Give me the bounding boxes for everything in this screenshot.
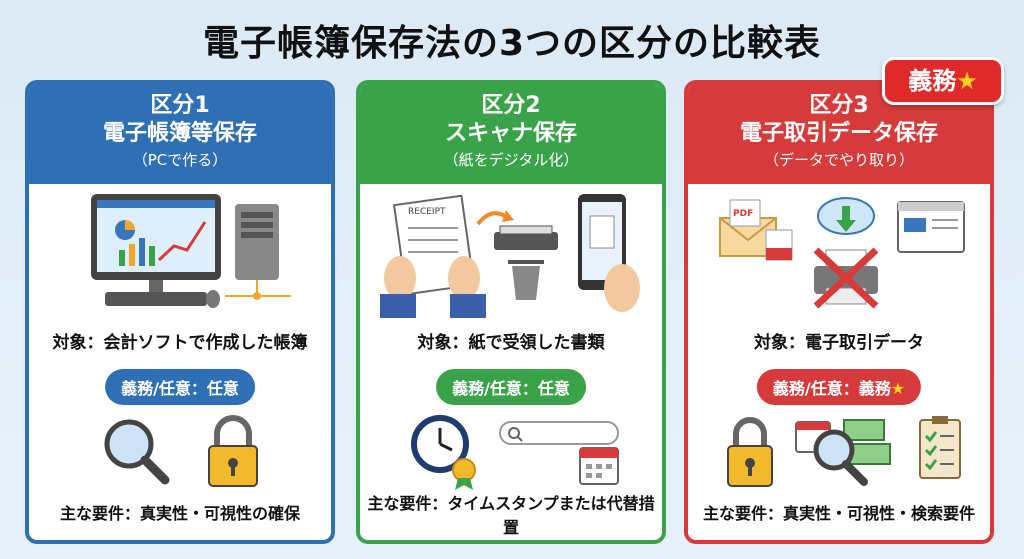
pc-tower-icon (225, 204, 291, 300)
column-header: 区分1 電子帳簿等保存 （PCで作る） (29, 84, 331, 184)
target-text: 対象：会計ソフトで作成した帳簿 (52, 333, 308, 353)
column-label: 区分3 (809, 93, 869, 118)
padlock-icon (208, 415, 258, 487)
calendar-money-magnifier-icon (795, 419, 891, 486)
smartphone-scan-icon (578, 194, 640, 312)
magnifier-icon (104, 419, 170, 485)
obligation-badge: 義務/任意：義務★ (756, 369, 922, 405)
column-subtitle: （データでやり取り） (763, 151, 914, 169)
target-text: 対象：紙で受領した書類 (417, 333, 605, 353)
pc-illustration (91, 194, 291, 308)
column-subtitle: （PCで作る） (132, 151, 228, 169)
checklist-icon (919, 416, 961, 479)
mouse-icon (206, 290, 220, 308)
mandatory-badge: 義務★ (882, 57, 1004, 105)
requirement-icons (104, 415, 258, 487)
star-icon: ★ (956, 67, 978, 95)
pdf-label: PDF (733, 209, 753, 219)
pdf-envelope-icon: PDF (719, 199, 793, 261)
star-icon: ★ (890, 379, 906, 398)
column-name: スキャナ保存 (444, 121, 577, 146)
receipt-text: RECEIPT (408, 207, 446, 217)
requirement-icons (727, 416, 961, 487)
column-header: 区分2 スキャナ保存 （紙をデジタル化） (360, 84, 662, 184)
column-subtitle: （紙をデジタル化） (443, 151, 579, 169)
trash-icon (508, 260, 544, 300)
calendar-icon (579, 447, 619, 485)
column-name: 電子取引データ保存 (739, 121, 938, 146)
computer-chart-icon (91, 194, 221, 306)
requirements-text: 主な要件：タイムスタンプまたは代替措置 (367, 494, 655, 537)
column-electronic-books: 区分1 電子帳簿等保存 （PCで作る） 対象：会計ソフトで作成した帳簿 義務/任… (25, 80, 335, 544)
padlock-icon (727, 417, 773, 487)
requirements-text: 主な要件：真実性・可視性の確保 (59, 504, 300, 523)
target-text: 対象：電子取引データ (754, 333, 924, 353)
data-exchange-illustration: PDF (719, 197, 965, 309)
requirements-text: 主な要件：真実性・可視性・検索要件 (702, 504, 975, 523)
column-label: 区分2 (481, 93, 541, 118)
clock-badge-icon (411, 415, 476, 490)
receipt-hands-icon: RECEIPT (380, 194, 486, 318)
scanner-illustration: RECEIPT (380, 194, 640, 318)
cloud-download-icon (817, 197, 875, 235)
obligation-badge: 義務/任意：任意 (105, 369, 255, 405)
obligation-badge: 義務/任意：任意 (436, 369, 586, 405)
requirement-icons (411, 415, 619, 490)
column-label: 区分1 (150, 93, 210, 118)
column-scanner: 区分2 スキャナ保存 （紙をデジタル化） RECEIPT (356, 80, 666, 544)
column-electronic-transactions: 区分3 電子取引データ保存 （データでやり取り） PDF (684, 80, 994, 544)
search-bar-icon (499, 421, 619, 445)
browser-window-icon (897, 201, 965, 253)
column-name: 電子帳簿等保存 (102, 121, 257, 146)
scanner-icon (494, 225, 558, 250)
page-title: 電子帳簿保存法の3つの区分の比較表 (202, 23, 822, 64)
printer-crossed-icon (813, 247, 879, 309)
